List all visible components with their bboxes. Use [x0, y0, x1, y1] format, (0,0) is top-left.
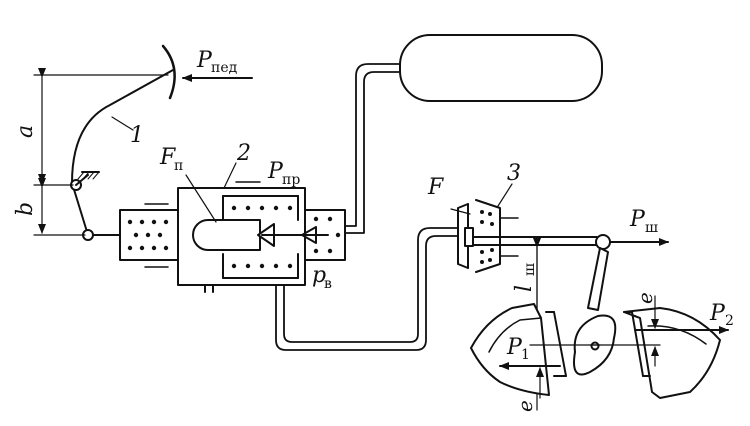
dimension-lines	[33, 68, 169, 236]
air-pressure-label: p	[312, 263, 326, 288]
pedal-force-label: P	[196, 48, 213, 73]
cam-lever	[587, 247, 609, 311]
offset-e-bottom-label: e	[513, 400, 537, 412]
piston-force-label: F	[159, 145, 176, 170]
piston-force-subscript: п	[174, 158, 183, 174]
shoe-force-2-label: P	[709, 301, 726, 326]
rod-force-label: P	[629, 207, 646, 232]
left-brake-shoe	[470, 303, 567, 396]
rod-lever-joint	[595, 234, 611, 250]
lever-length-subscript: ш	[522, 263, 538, 276]
chamber-force-label: F	[427, 175, 444, 200]
spring-force-label: P	[267, 159, 284, 184]
offset-e-top-label: e	[633, 292, 657, 304]
chamber-spring-dots	[480, 210, 494, 264]
part-number-1: 1	[130, 123, 144, 148]
shoe-force-2-subscript: 2	[725, 313, 734, 329]
valve-piston	[192, 219, 261, 251]
rod-force-subscript: ш	[645, 220, 658, 236]
pipe-to-brake-chamber	[275, 235, 459, 351]
valve-spring-dots	[127, 205, 341, 269]
pipe-to-reservoir	[344, 63, 401, 227]
spring-force-subscript: пр	[282, 172, 300, 188]
air-reservoir	[399, 34, 603, 102]
brake-valve	[119, 162, 346, 293]
pedal-lever	[70, 44, 176, 241]
shoe-force-1-label: P	[506, 335, 523, 360]
labels: P пед a b 1 2 3 F п P пр p в F P ш l ш P…	[13, 48, 734, 412]
right-brake-shoe	[623, 307, 721, 399]
dimension-a-label: a	[13, 125, 38, 138]
pedal-force-subscript: пед	[211, 60, 238, 76]
dimension-b-label: b	[13, 202, 38, 216]
part-number-2: 2	[236, 141, 251, 166]
shoe-force-1-subscript: 1	[521, 347, 530, 363]
lever-length-label: l	[512, 285, 537, 292]
part-number-3: 3	[507, 161, 521, 186]
pedal-pad	[161, 44, 176, 100]
air-pressure-subscript: в	[324, 276, 332, 292]
brake-chamber	[450, 183, 519, 273]
